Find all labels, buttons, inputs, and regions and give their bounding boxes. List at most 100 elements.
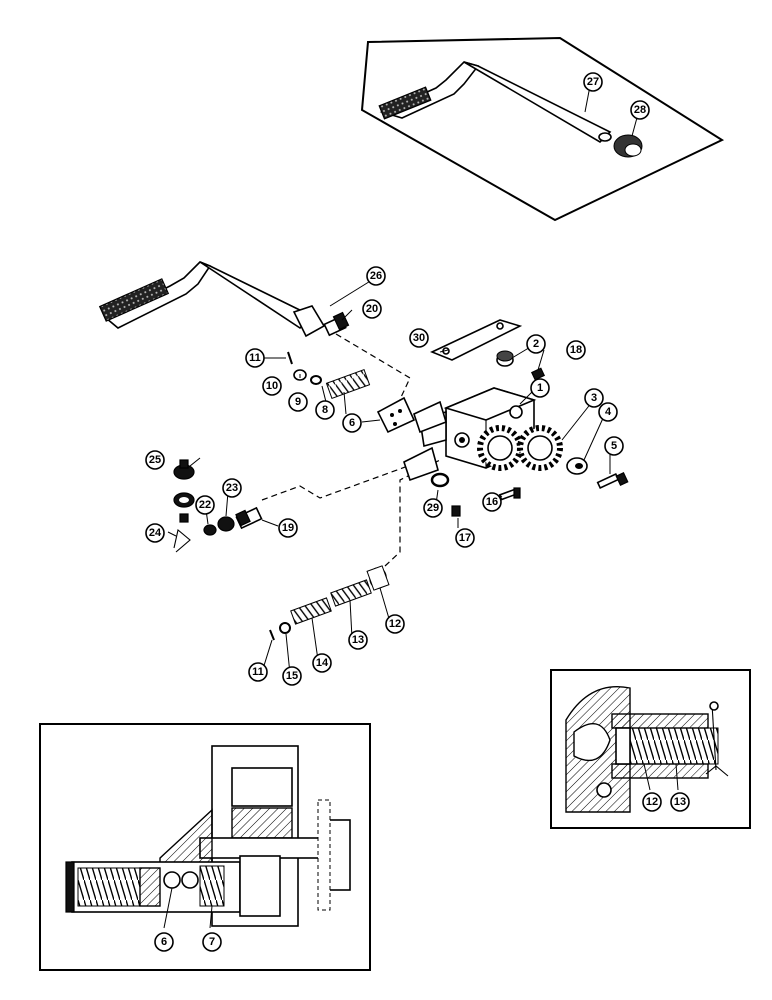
callout-14: 14 [312,653,332,673]
svg-text:8: 8 [322,404,328,416]
svg-text:12: 12 [646,796,658,808]
svg-text:13: 13 [674,796,686,808]
part-30-plate [429,319,523,361]
part-3-gears [477,425,563,471]
part-13-spring [330,579,372,607]
svg-text:7: 7 [209,936,215,948]
part-20-fitting [323,311,350,337]
callout-28: 28 [630,100,650,120]
svg-text:9: 9 [295,396,301,408]
part-9-washer [310,375,322,385]
svg-text:28: 28 [634,104,646,116]
part-18-setscrew [530,367,546,381]
svg-text:27: 27 [587,76,599,88]
svg-text:6: 6 [161,936,167,948]
callout-24: 24 [145,523,165,543]
callouts: 27 28 26 20 30 2 18 1 3 4 5 11 10 9 8 6 … [145,72,690,952]
svg-text:1: 1 [537,382,543,394]
part-6-plunger [376,396,416,434]
callout-5: 5 [604,436,624,456]
callout-17: 17 [455,528,475,548]
part-11-pin-lower [269,629,275,641]
svg-text:29: 29 [427,502,439,514]
svg-text:18: 18 [570,344,582,356]
svg-text:30: 30 [413,332,425,344]
callout-3: 3 [584,388,604,408]
callout-29: 29 [423,498,443,518]
callout-30: 30 [409,328,429,348]
part-19-fitting [235,506,263,530]
part-26-crank [98,261,326,338]
part-29-oring [430,472,450,488]
callout-9: 9 [288,392,308,412]
part-25-fitting [173,459,195,480]
svg-text:11: 11 [249,352,261,364]
callout-4: 4 [598,402,618,422]
part-8-spring [325,369,371,399]
part-16-bolt [498,487,521,501]
main-exploded-view [98,85,639,675]
part-14-spring [290,597,332,625]
svg-text:19: 19 [282,522,294,534]
svg-text:2: 2 [533,338,539,350]
svg-text:23: 23 [226,482,238,494]
callout-22: 22 [195,495,215,515]
svg-text:20: 20 [366,303,378,315]
part-22-nut-b [203,524,217,536]
svg-text:25: 25 [149,454,161,466]
callout-25: 25 [145,450,165,470]
svg-text:26: 26 [370,270,382,282]
svg-text:3: 3 [591,392,597,404]
callout-20: 20 [362,299,382,319]
callout-inset-right-12: 12 [642,792,662,812]
callout-18: 18 [566,340,586,360]
svg-text:4: 4 [605,406,612,418]
top-inset [360,36,725,222]
part-2-bushing [496,350,514,367]
bottom-left-inset [39,723,371,971]
callout-13: 13 [348,630,368,650]
svg-text:14: 14 [316,657,329,669]
part-5-bolt [596,471,629,490]
svg-text:17: 17 [459,532,471,544]
callout-11-lower: 11 [248,662,268,682]
part-28-nut [613,134,643,158]
svg-text:16: 16 [486,496,498,508]
svg-text:12: 12 [389,618,401,630]
callout-10: 10 [262,376,282,396]
callout-15: 15 [282,666,302,686]
part-17-plug [451,505,461,517]
top-inset-frame [360,36,725,222]
part-4-washer [566,457,588,475]
callout-2: 2 [526,334,546,354]
part-23-coupling [217,516,235,532]
part-15-washer [279,622,291,634]
svg-text:10: 10 [266,380,278,392]
callout-19: 19 [278,518,298,538]
part-12-sleeve [366,565,390,591]
part-27-crank-rod [378,61,612,144]
callout-27: 27 [583,72,603,92]
svg-text:11: 11 [252,666,264,678]
part-22-nut-a [179,513,189,523]
callout-12: 12 [385,614,405,634]
callout-16: 16 [482,492,502,512]
svg-text:13: 13 [352,634,364,646]
svg-text:5: 5 [611,440,617,452]
callout-inset-left-7: 7 [202,932,222,952]
callout-11-upper: 11 [245,348,265,368]
callout-1: 1 [530,378,550,398]
svg-text:15: 15 [286,670,298,682]
part-23-nut [173,492,195,508]
callout-26: 26 [366,266,386,286]
callout-23: 23 [222,478,242,498]
callout-8: 8 [315,400,335,420]
callout-6: 6 [342,413,362,433]
svg-text:22: 22 [199,499,211,511]
callout-inset-left-6: 6 [154,932,174,952]
part-24-clip [173,528,191,553]
callout-inset-right-13: 13 [670,792,690,812]
svg-text:24: 24 [149,527,162,539]
part-11-pin-upper [287,351,293,365]
